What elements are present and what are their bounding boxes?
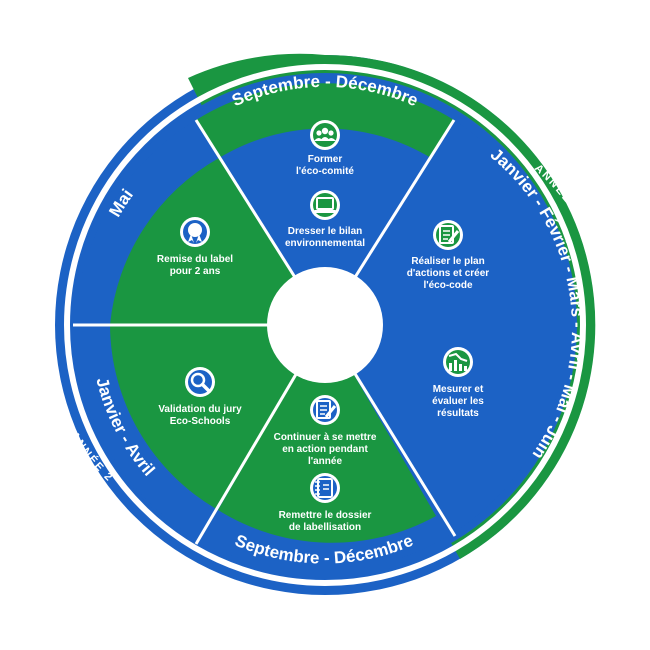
team-icon — [310, 120, 340, 150]
sector-bottom — [218, 325, 436, 543]
step-6-label-line: Remettre le dossier — [279, 510, 372, 521]
document-edit-icon — [310, 395, 340, 425]
step-3-label-line: d'actions et créer — [407, 268, 490, 279]
magnifier-icon — [185, 367, 215, 397]
laptop-icon — [310, 190, 340, 220]
step-6-label-line: de labellisation — [289, 522, 361, 533]
sector-bottom-left — [110, 325, 325, 510]
chart-icon — [443, 347, 473, 377]
center-hole — [267, 267, 383, 383]
step-2-label-line: Dresser le bilan — [288, 226, 362, 237]
award-icon — [180, 217, 210, 247]
sector-right — [325, 120, 567, 533]
ring-separator — [64, 64, 586, 586]
step-7-label-line: Validation du jury — [158, 404, 242, 415]
sector-top — [219, 128, 431, 325]
step-5-label-line: en action pendant — [282, 444, 368, 455]
step-4-label-line: résultats — [437, 408, 479, 419]
step-8-label-line: pour 2 ans — [170, 266, 221, 277]
step-8-label-line: Remise du label — [157, 254, 233, 265]
step-7-label-line: Eco-Schools — [170, 416, 231, 427]
step-5-label-line: l'année — [308, 456, 342, 467]
step-4-label-line: évaluer les — [432, 396, 484, 407]
sector-top-left — [110, 158, 325, 325]
step-3-label-line: l'éco-code — [423, 280, 472, 291]
step-5-label-line: Continuer à se mettre — [274, 432, 377, 443]
step-2-label-line: environnemental — [285, 238, 365, 249]
notebook-icon — [310, 473, 340, 503]
step-1-label-line: l'éco-comité — [296, 166, 354, 177]
step-3-label-line: Réaliser le plan — [411, 256, 484, 267]
document-edit-icon — [433, 220, 463, 250]
step-4-label-line: Mesurer et — [433, 384, 484, 395]
step-1-label-line: Former — [308, 154, 343, 165]
